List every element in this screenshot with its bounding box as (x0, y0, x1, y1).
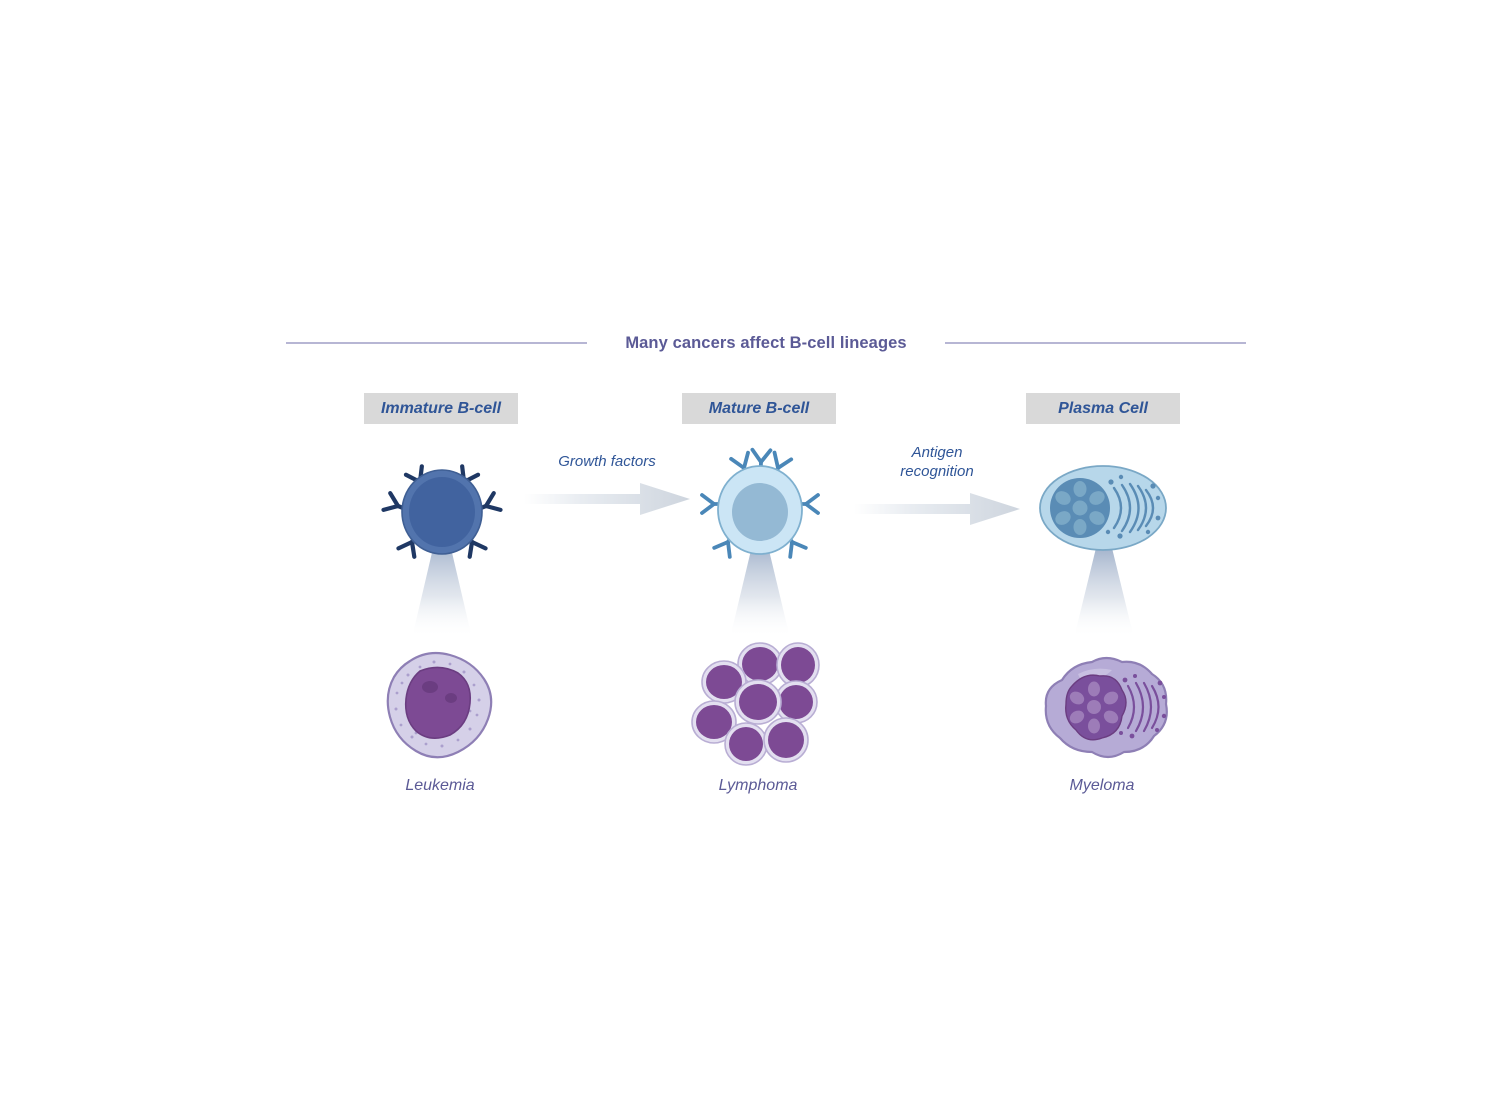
cancer-label-leukemia: Leukemia (405, 777, 475, 794)
right-arrow-icon (524, 483, 690, 515)
plasma-cell-illustration (1022, 452, 1184, 640)
vesicle-dots (1105, 474, 1161, 539)
cell-nucleus (1050, 478, 1110, 538)
header-rule-right (944, 342, 1246, 344)
beam-connector-icon (412, 544, 472, 638)
leukemia-cell-illustration (380, 645, 504, 767)
lymphoma-cluster-illustration (688, 640, 820, 768)
myeloma-cell-illustration (1036, 650, 1176, 768)
lymphoma-cell (776, 642, 820, 688)
lymphoma-cell (734, 679, 782, 725)
nucleolus (422, 681, 438, 693)
transition-growth-factors: Growth factors (522, 452, 692, 522)
cell-nucleus (732, 483, 788, 541)
figure-header: Many cancers affect B-cell lineages (286, 326, 1246, 360)
stage-chip-mature: Mature B-cell (682, 393, 836, 424)
stage-label-mature: Mature B-cell (708, 399, 810, 417)
vesicle-dots (1119, 674, 1167, 739)
lymphoma-cell-group (691, 642, 820, 766)
cancer-label-myeloma: Myeloma (1069, 777, 1135, 794)
mature-b-cell-illustration (686, 430, 834, 640)
stage-chip-plasma: Plasma Cell (1026, 393, 1180, 424)
nucleolus (445, 693, 457, 703)
lymphoma-cell (724, 722, 768, 766)
lymphoma-cell (691, 700, 737, 744)
cell-nucleus (1065, 674, 1127, 741)
lymphoma-cell (763, 717, 809, 763)
cell-nucleus (409, 477, 475, 547)
beam-connector-icon (1074, 548, 1134, 638)
figure-title: Many cancers affect B-cell lineages (625, 333, 907, 352)
beam-connector-icon (730, 546, 790, 638)
cancer-label-lymphoma: Lymphoma (718, 777, 798, 794)
cell-nucleus (404, 666, 472, 739)
endoplasmic-reticulum (1126, 681, 1160, 733)
immature-b-cell-illustration (368, 440, 516, 640)
endoplasmic-reticulum (1112, 482, 1155, 534)
lymphoma-cell (774, 680, 818, 724)
stage-label-immature: Immature B-cell (380, 399, 502, 417)
header-rule-left (286, 342, 588, 344)
transition-label-antigen: Antigen recognition (900, 444, 974, 480)
stage-label-plasma: Plasma Cell (1058, 399, 1148, 417)
lymphoma-cell (701, 660, 747, 704)
right-arrow-icon (854, 493, 1020, 525)
transition-antigen-recognition: Antigen recognition (852, 443, 1022, 532)
stage-chip-immature: Immature B-cell (364, 393, 518, 424)
lymphoma-cell (737, 642, 783, 686)
transition-label-growth: Growth factors (558, 453, 656, 470)
